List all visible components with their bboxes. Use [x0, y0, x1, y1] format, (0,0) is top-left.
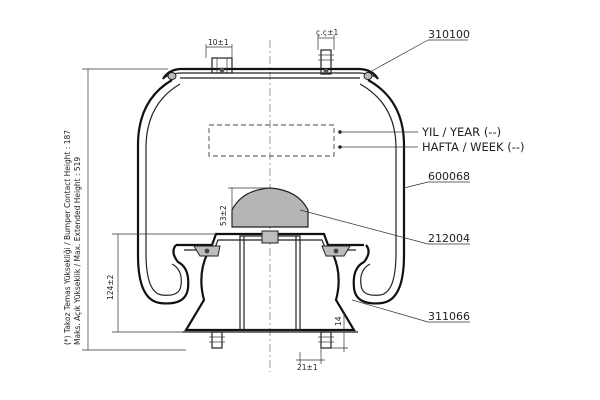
side-note-contact-height: (*) Takoz Temas Yüksekliği / Bumper Cont… — [63, 130, 72, 345]
center-nut — [261, 230, 279, 244]
year-label: YIL / YEAR (--) — [421, 125, 501, 139]
dim-stud-spacing: 10±1 — [208, 38, 229, 47]
clamp-ring-left — [193, 245, 221, 257]
callout-bumper: 212004 — [428, 232, 470, 245]
top-plate — [162, 67, 379, 80]
bottom-stud-left — [209, 331, 225, 349]
bottom-stud-right — [318, 331, 334, 349]
top-stud-left — [211, 57, 233, 74]
leader-bellows — [403, 181, 429, 189]
top-rim-right — [363, 72, 373, 80]
dim-bottom-stud-length: 14 — [334, 316, 343, 326]
dim-bumper-gap: 53±2 — [219, 205, 228, 226]
leader-bumper — [299, 209, 429, 245]
dim-top-stud: ς.ς±1 — [316, 28, 338, 37]
dim-bottom-offset: 21±1 — [297, 363, 318, 372]
dim-piston-height-lines — [112, 233, 216, 333]
dim-piston-height: 124±2 — [106, 274, 115, 300]
top-stud-right — [318, 49, 334, 75]
side-note-extended-height: Maks. Açık Yükseklik / Max. Extended Hei… — [73, 157, 82, 345]
dim-top-right — [317, 35, 335, 50]
leader-piston — [351, 299, 429, 323]
piston — [176, 230, 364, 333]
overall-height-lines — [82, 68, 186, 351]
top-rim-left — [167, 72, 177, 80]
dim-top-left — [205, 44, 233, 58]
marking-window — [208, 124, 335, 157]
dim-stud-length-lines — [331, 314, 348, 352]
dim-bumper-gap-lines — [228, 187, 270, 227]
week-label: HAFTA / WEEK (--) — [422, 140, 524, 154]
callout-top-plate: 310100 — [428, 28, 470, 41]
bellows — [136, 79, 406, 305]
callout-piston: 311066 — [428, 310, 470, 323]
bumper — [231, 187, 309, 228]
leader-top-plate — [369, 39, 429, 73]
clamp-ring-right — [321, 245, 351, 257]
dim-bottom-offset-lines — [296, 348, 325, 364]
callout-bellows: 600068 — [428, 170, 470, 183]
